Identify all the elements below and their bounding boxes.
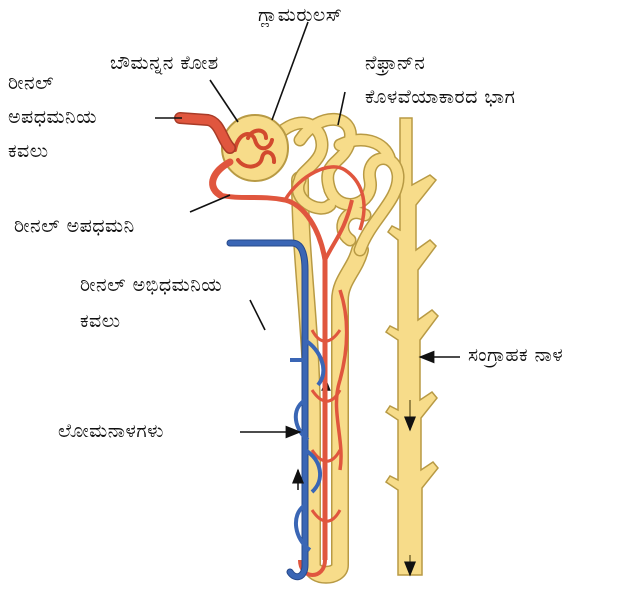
leader-bowmans-capsule [210,80,238,122]
label-renal-vein-branch-line1: ರೀನಲ್ ಅಭಿಧಮನಿಯ [80,272,222,300]
label-renal-vein-branch-line2: ಕವಲು [80,308,121,336]
label-nephron-tubule-line1: ನೆಫ್ರಾನ್‌ನ [365,50,425,78]
label-afferent-branch-line1: ರೀನಲ್ [8,70,54,98]
leader-glomerulus [272,22,308,120]
label-renal-artery: ರೀನಲ್ ಅಪಧಮನಿ [14,213,135,241]
label-nephron-tubule-line2: ಕೊಳವೆಯಾಕಾರದ ಭಾಗ [365,84,515,112]
nephron-tubule-shape [265,119,398,574]
label-bowmans-capsule: ಬೌಮನ್ನನ ಕೋಶ [110,50,219,78]
label-afferent-branch-line3: ಕವಲು [8,138,49,166]
leader-renal-artery [190,195,230,212]
label-afferent-branch-line2: ಅಪಧಮನಿಯ [8,104,97,132]
leader-renal-vein [250,300,265,330]
label-glomerulus: ಗ್ಲಾಮರುಲಸ್ [258,2,342,30]
label-capillaries: ಲೋಮನಾಳಗಳು [58,418,164,446]
label-collecting-duct: ಸಂಗ್ರಾಹಕ ನಾಳ [468,342,563,370]
